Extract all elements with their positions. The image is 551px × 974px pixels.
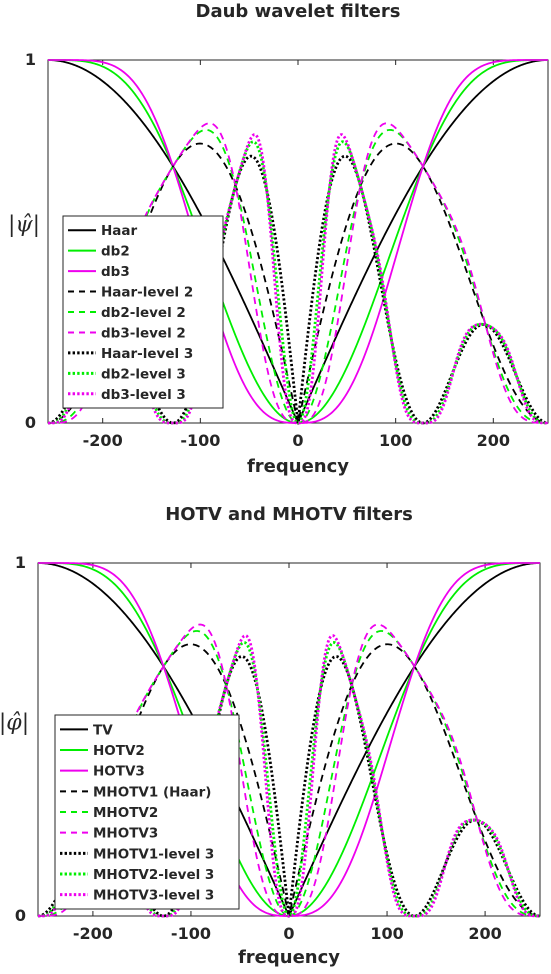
x-tick-label: -100 bbox=[171, 924, 211, 943]
legend-label: MHOTV3 bbox=[93, 826, 158, 842]
legend-label: db2-level 2 bbox=[101, 305, 186, 321]
y-tick-label: 0 bbox=[15, 906, 26, 925]
legend-label: Haar bbox=[101, 223, 138, 239]
y-tick-label: 1 bbox=[15, 553, 26, 572]
legend-label: Haar-level 2 bbox=[101, 285, 193, 301]
y-tick-label: 1 bbox=[25, 50, 36, 69]
legend-box bbox=[62, 215, 224, 409]
x-tick-label: 100 bbox=[379, 431, 412, 450]
legend-label: Haar-level 3 bbox=[101, 346, 193, 362]
x-tick-label: 200 bbox=[468, 924, 501, 943]
legend-label: HOTV3 bbox=[93, 764, 145, 780]
x-tick-label: -100 bbox=[180, 431, 220, 450]
legend-label: MHOTV2-level 3 bbox=[93, 867, 214, 883]
legend-label: db2-level 3 bbox=[101, 366, 186, 382]
legend-label: HOTV2 bbox=[93, 743, 145, 759]
chart-2: -200 -100 0 100 200 0 1 HOTV and MHOTV filters f… bbox=[0, 504, 541, 968]
y-axis-label: |ψ̂| bbox=[8, 213, 40, 238]
x-tick-label: 0 bbox=[292, 431, 303, 450]
series-line-mhotv3-level-3 bbox=[38, 634, 540, 918]
legend-label: db3 bbox=[101, 264, 130, 280]
legend-label: MHOTV2 bbox=[93, 805, 158, 821]
y-axis-label: |φ̂| bbox=[0, 711, 29, 736]
legend-label: MHOTV1-level 3 bbox=[93, 846, 214, 862]
legend-label: db2 bbox=[101, 244, 130, 260]
chart-title: HOTV and MHOTV filters bbox=[165, 504, 413, 525]
x-tick-label: 0 bbox=[283, 924, 294, 943]
x-tick-label: -200 bbox=[83, 431, 123, 450]
x-axis-label: frequency bbox=[247, 456, 349, 477]
x-tick-label: -200 bbox=[73, 924, 113, 943]
legend-label: MHOTV1 (Haar) bbox=[93, 784, 211, 800]
x-axis-label: frequency bbox=[238, 947, 340, 968]
legend-label: MHOTV3-level 3 bbox=[93, 888, 214, 904]
x-tick-label: 200 bbox=[477, 431, 510, 450]
chart-1: -200 -100 0 100 200 0 1 Daub wavelet filters fre… bbox=[8, 1, 549, 477]
legend-label: db3-level 2 bbox=[101, 325, 186, 341]
legend-label: db3-level 3 bbox=[101, 387, 186, 403]
x-tick-label: 100 bbox=[370, 924, 403, 943]
chart-title: Daub wavelet filters bbox=[196, 1, 401, 22]
y-tick-label: 0 bbox=[25, 413, 36, 432]
legend-label: TV bbox=[93, 722, 113, 738]
